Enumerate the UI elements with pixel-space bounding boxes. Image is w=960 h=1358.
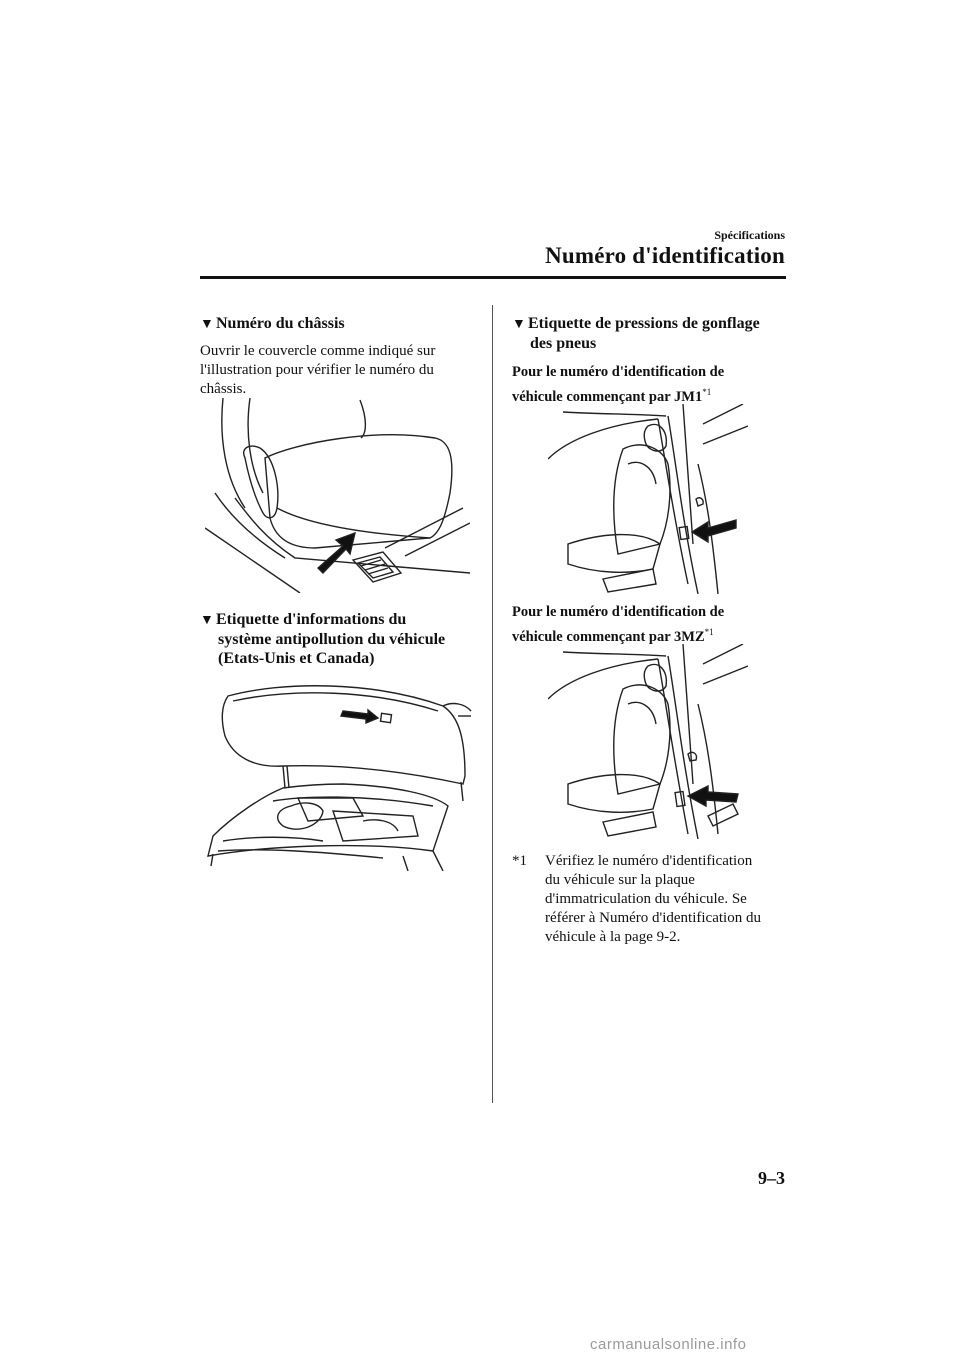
footnote-ref: *1	[702, 387, 712, 397]
footnote-line: véhicule à la page 9-2.	[545, 929, 681, 945]
emission-heading-line: système antipollution du véhicule	[218, 631, 446, 648]
jm1-line: véhicule commençant par JM1	[512, 388, 703, 405]
header-rule	[200, 276, 786, 279]
page-number: 9–3	[758, 1168, 785, 1188]
door-pillar-illustration-jm1	[548, 404, 748, 594]
chassis-body-line: l'illustration pour vérifier le numéro d…	[200, 362, 434, 378]
engine-hood-illustration	[203, 676, 473, 871]
chassis-body-line: châssis.	[200, 381, 247, 397]
tire-heading-line: des pneus	[530, 335, 597, 352]
jm1-subheading: Pour le numéro d'identification de véhic…	[512, 362, 792, 407]
tire-heading: ▼Etiquette de pressions de gonflage des …	[512, 314, 792, 353]
mz3-subheading: Pour le numéro d'identification de véhic…	[512, 602, 792, 647]
chassis-heading-text: Numéro du châssis	[216, 315, 345, 332]
column-divider	[492, 305, 493, 1103]
seat-chassis-illustration	[205, 398, 470, 593]
emission-heading: ▼Etiquette d'informations du système ant…	[200, 610, 490, 668]
footnote-line: du véhicule sur la plaque	[545, 872, 695, 888]
footnote-line: d'immatriculation du véhicule. Se	[545, 891, 747, 907]
door-pillar-illustration-3mz	[548, 644, 748, 839]
footnote-ref: *1	[704, 627, 714, 637]
site-credit-link[interactable]: carmanualsonline.info	[590, 1336, 747, 1353]
tire-heading-line: Etiquette de pressions de gonflage	[528, 315, 760, 332]
footnote-line: référer à Numéro d'identification du	[545, 910, 761, 926]
chassis-body: Ouvrir le couvercle comme indiqué sur l'…	[200, 342, 490, 399]
down-triangle-icon: ▼	[512, 317, 526, 332]
jm1-line: Pour le numéro d'identification de	[512, 364, 725, 380]
down-triangle-icon: ▼	[200, 317, 214, 332]
down-triangle-icon: ▼	[200, 613, 214, 628]
chassis-body-line: Ouvrir le couvercle comme indiqué sur	[200, 343, 436, 359]
mz3-line: véhicule commençant par 3MZ	[512, 628, 705, 645]
emission-heading-line: Etiquette d'informations du	[216, 611, 407, 628]
mz3-line: Pour le numéro d'identification de	[512, 604, 725, 620]
footnote: *1 Vérifiez le numéro d'identification d…	[512, 852, 792, 947]
chapter-title: Numéro d'identification	[545, 243, 785, 268]
footnote-line: Vérifiez le numéro d'identification	[545, 853, 753, 869]
chassis-heading: ▼Numéro du châssis	[200, 314, 490, 334]
emission-heading-line: (Etats-Unis et Canada)	[218, 650, 375, 667]
section-label: Spécifications	[714, 228, 785, 242]
footnote-marker: *1	[512, 853, 527, 869]
